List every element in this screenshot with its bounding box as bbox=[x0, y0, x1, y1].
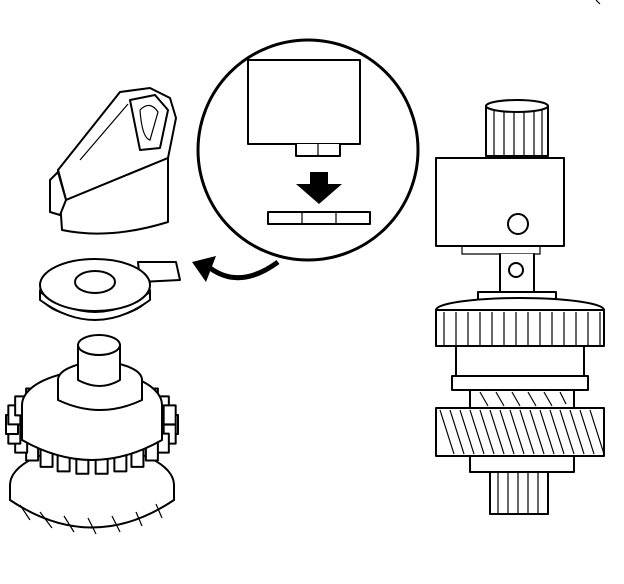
helical-tooth-line bbox=[469, 409, 485, 455]
helical-tooth-line bbox=[509, 409, 525, 455]
guide-clip bbox=[49, 87, 177, 235]
helical-tooth-line bbox=[439, 409, 455, 455]
corner-mark bbox=[595, 0, 601, 5]
helical-tooth-line bbox=[589, 409, 605, 455]
helical-tooth-line bbox=[539, 409, 555, 455]
helical-tooth-line bbox=[579, 409, 595, 455]
helical-tooth-line bbox=[479, 409, 495, 455]
helical-tooth-line bbox=[549, 409, 565, 455]
curved-arrow-icon bbox=[192, 256, 280, 282]
gear-stack bbox=[5, 334, 179, 535]
gear-tooth bbox=[162, 404, 177, 426]
helical-tooth-line bbox=[449, 409, 465, 455]
helical-tooth-line bbox=[569, 409, 585, 455]
shaft-assembly bbox=[435, 99, 605, 515]
helical-tooth-line bbox=[559, 409, 575, 455]
helical-tooth-line bbox=[459, 409, 475, 455]
helical-tooth-line bbox=[499, 409, 515, 455]
helical-tooth-line bbox=[489, 409, 505, 455]
detail-callout bbox=[196, 38, 420, 262]
helical-tooth-line bbox=[519, 409, 535, 455]
tab-washer bbox=[39, 258, 181, 321]
helical-tooth-line bbox=[529, 409, 545, 455]
